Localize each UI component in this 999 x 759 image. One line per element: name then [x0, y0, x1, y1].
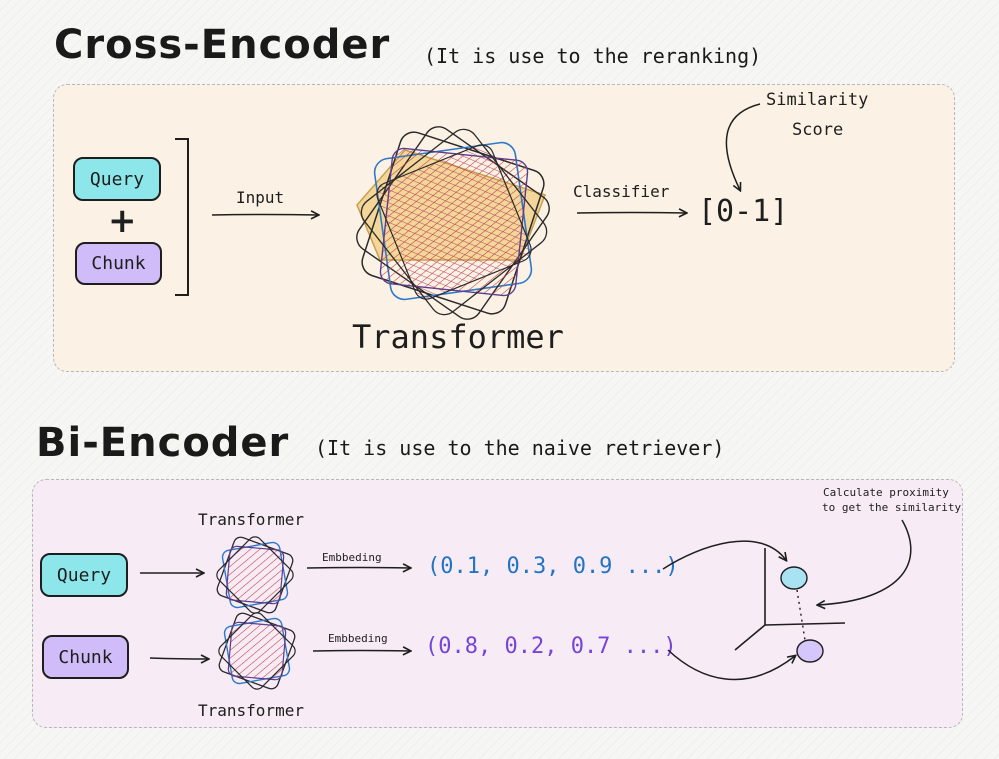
bi-encoder-panel	[32, 479, 963, 728]
bi-chunk-label: Chunk	[58, 646, 113, 668]
cross-encoder-subtitle: (It is use to the reranking)	[424, 44, 762, 68]
chunk-vector: (0.8, 0.2, 0.7 ...)	[425, 634, 677, 659]
cross-transformer-glyph	[356, 126, 550, 320]
bi-encoder-title: Bi-Encoder	[36, 420, 290, 466]
score-range-output: [0-1]	[698, 194, 789, 229]
cross-transformer-label: Transformer	[352, 318, 564, 356]
input-bracket	[175, 138, 189, 296]
query-vector-to-point-arrow	[662, 540, 786, 570]
bi-chunk-embedding-arrow	[312, 651, 410, 652]
cross-chunk-box: Chunk	[75, 242, 162, 285]
proximity-label-line2: to get the similarity	[822, 501, 962, 514]
chunk-vector-to-point-arrow	[667, 649, 795, 681]
bi-transformer-bottom-glyph	[218, 612, 296, 690]
similarity-score-label-line1: Similarity	[766, 90, 869, 110]
input-label: Input	[236, 188, 285, 207]
bi-chunk-to-transformer-arrow	[149, 658, 208, 659]
plus-sign: +	[108, 201, 137, 241]
cross-query-box: Query	[73, 157, 161, 201]
bi-query-box: Query	[40, 553, 128, 597]
cross-encoder-title: Cross-Encoder	[54, 22, 391, 68]
bi-query-embedding-arrow	[306, 568, 410, 569]
proximity-label-line1: Calculate proximity	[823, 486, 949, 499]
classifier-arrow	[576, 213, 686, 214]
query-vector: (0.1, 0.3, 0.9 ...)	[427, 554, 679, 579]
bi-query-label: Query	[56, 564, 112, 586]
bi-encoder-subtitle: (It is use to the naive retriever)	[315, 436, 725, 460]
proximity-arrow	[818, 519, 912, 605]
bi-chunk-box: Chunk	[42, 635, 129, 679]
bi-transformer-bottom-label: Transformer	[198, 701, 304, 720]
similarity-score-arrow	[725, 103, 761, 190]
input-arrow	[211, 215, 318, 216]
similarity-score-label-line2: Score	[792, 120, 844, 140]
cross-chunk-label: Chunk	[91, 253, 146, 274]
bi-transformer-top-glyph	[216, 536, 294, 614]
embedding-label-bottom: Embbeding	[328, 632, 388, 645]
cross-query-label: Query	[89, 168, 145, 190]
proximity-dotted-line	[796, 589, 806, 641]
bi-transformer-top-label: Transformer	[198, 510, 304, 529]
embedding-label-top: Embbeding	[322, 551, 382, 564]
vector-space-axes	[734, 548, 846, 651]
classifier-label: Classifier	[573, 182, 670, 201]
chunk-vector-point	[796, 639, 824, 663]
query-vector-point	[780, 566, 808, 590]
